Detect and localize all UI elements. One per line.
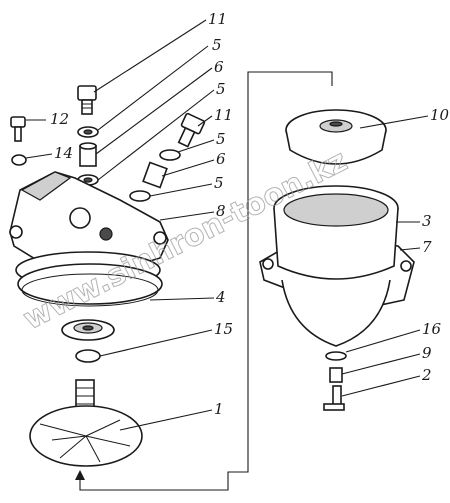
washer-5-lower-hole [83,177,93,183]
callout-8: 8 [216,202,226,220]
cover-housing-8 [9,171,169,289]
callout-labels: 11 5 6 5 11 5 6 5 12 14 8 10 3 7 4 15 16… [50,10,450,418]
pulley-4 [61,319,115,341]
callout-16: 16 [422,320,442,338]
callout-15: 15 [214,320,233,338]
assembly-arrow-head [75,470,85,480]
callout-6-a: 6 [214,58,224,76]
callout-2: 2 [421,366,432,384]
callout-5-a: 5 [212,36,222,54]
bolt-11-left [77,85,97,115]
callout-11-top: 11 [208,10,227,28]
callout-3: 3 [422,212,432,230]
callout-10: 10 [430,106,450,124]
washer-5-middle-lower [129,190,151,202]
washer-5-hole [83,129,93,135]
assembly-link-line [79,71,333,491]
callout-7: 7 [422,238,432,256]
callout-5-d: 5 [214,174,224,192]
bolt-12 [10,116,26,142]
bolt-11-middle [177,112,206,148]
clip-14 [11,154,27,166]
valve-9 [329,367,343,383]
callout-1: 1 [214,400,224,418]
callout-12: 12 [50,110,69,128]
callout-5-b: 5 [216,80,226,98]
sleeve-6-middle [142,161,168,189]
callout-9: 9 [422,344,432,362]
washer-5-middle-upper [159,149,181,161]
callout-14: 14 [54,144,73,162]
leader-lines [25,19,429,431]
callout-5-c: 5 [216,130,226,148]
ring-15 [75,349,101,363]
callout-6-b: 6 [216,150,226,168]
cap-10 [285,109,387,165]
callout-11-middle: 11 [214,106,233,124]
seal-16 [325,351,347,361]
sleeve-6-left [79,142,97,167]
gear-ring-4 [17,263,163,307]
drain-plug-2 [323,385,345,411]
base-disc-1 [29,379,143,467]
filter-body-3 [259,185,415,347]
callout-4: 4 [215,288,226,306]
